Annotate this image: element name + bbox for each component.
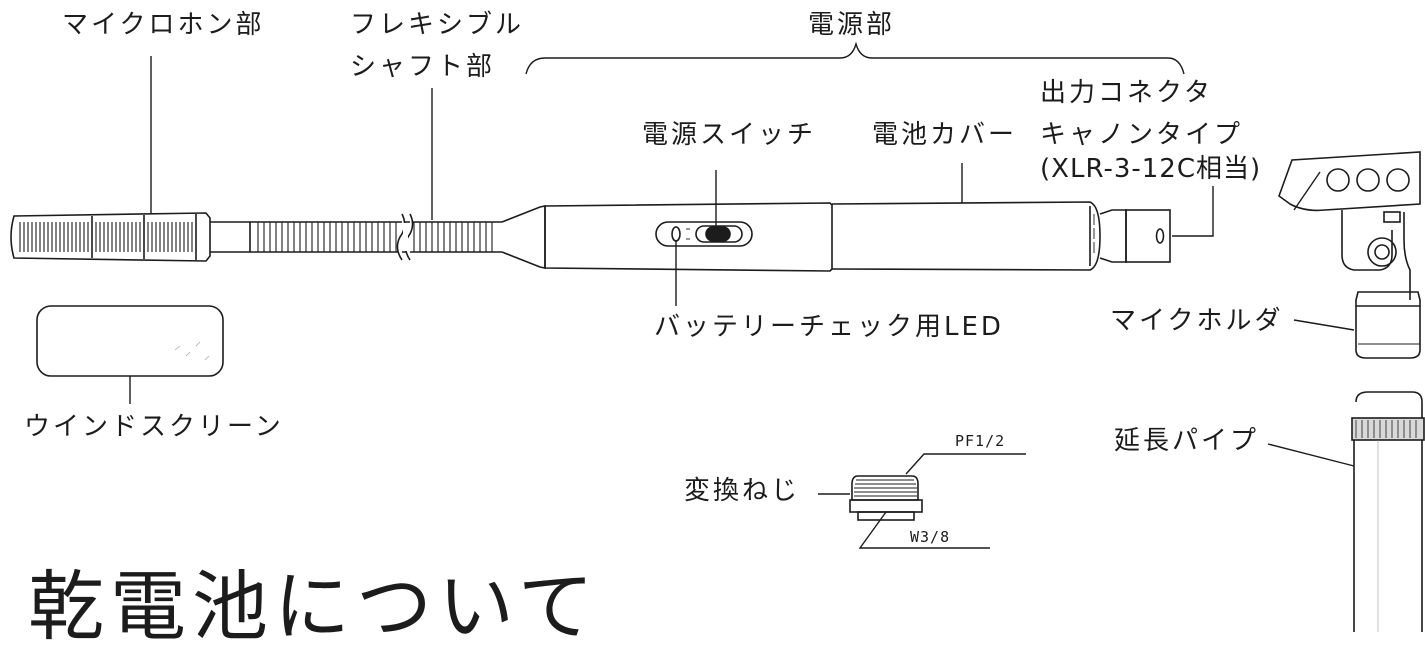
extension-pipe-drawing [1351, 391, 1425, 632]
label-output-connector-line3: (XLR-3-12C相当) [1040, 154, 1262, 184]
label-power-switch: 電源スイッチ [642, 120, 817, 150]
label-extension-pipe: 延長パイプ [1114, 426, 1260, 456]
label-power-section: 電源部 [808, 10, 896, 40]
label-flex-shaft-line1: フレキシブル [350, 10, 525, 40]
label-thread-pf: PF1/2 [955, 432, 1006, 450]
label-mic-holder: マイクホルダ [1110, 306, 1284, 336]
section-heading: 乾電池について [28, 562, 600, 651]
label-flex-shaft-line2: シャフト部 [350, 52, 496, 82]
leader-lines [129, 41, 1355, 549]
label-windscreen: ウインドスクリーン [24, 412, 284, 442]
microphone-head-drawing [10, 212, 251, 262]
label-output-connector-line1: 出力コネクタ [1040, 78, 1213, 108]
label-thread-w: W3/8 [910, 528, 951, 546]
label-battery-cover: 電池カバー [872, 120, 1018, 150]
label-mic-unit: マイクロホン部 [62, 10, 265, 40]
mic-holder-drawing [1278, 151, 1421, 359]
flexible-shaft-drawing [250, 213, 502, 261]
windscreen-drawing [36, 305, 224, 377]
label-battery-check-led: バッテリーチェック用LED [654, 312, 1004, 342]
power-section-drawing [501, 201, 1171, 272]
diagram-art [10, 41, 1425, 632]
diagram-canvas: マイクロホン部 フレキシブル シャフト部 電源部 電源スイッチ 電池カバー 出力… [10, 10, 1425, 651]
adapter-screw-drawing [849, 475, 923, 521]
label-adapter-screw: 変換ねじ [684, 476, 801, 506]
label-output-connector-line2: キャノンタイプ [1040, 120, 1244, 150]
